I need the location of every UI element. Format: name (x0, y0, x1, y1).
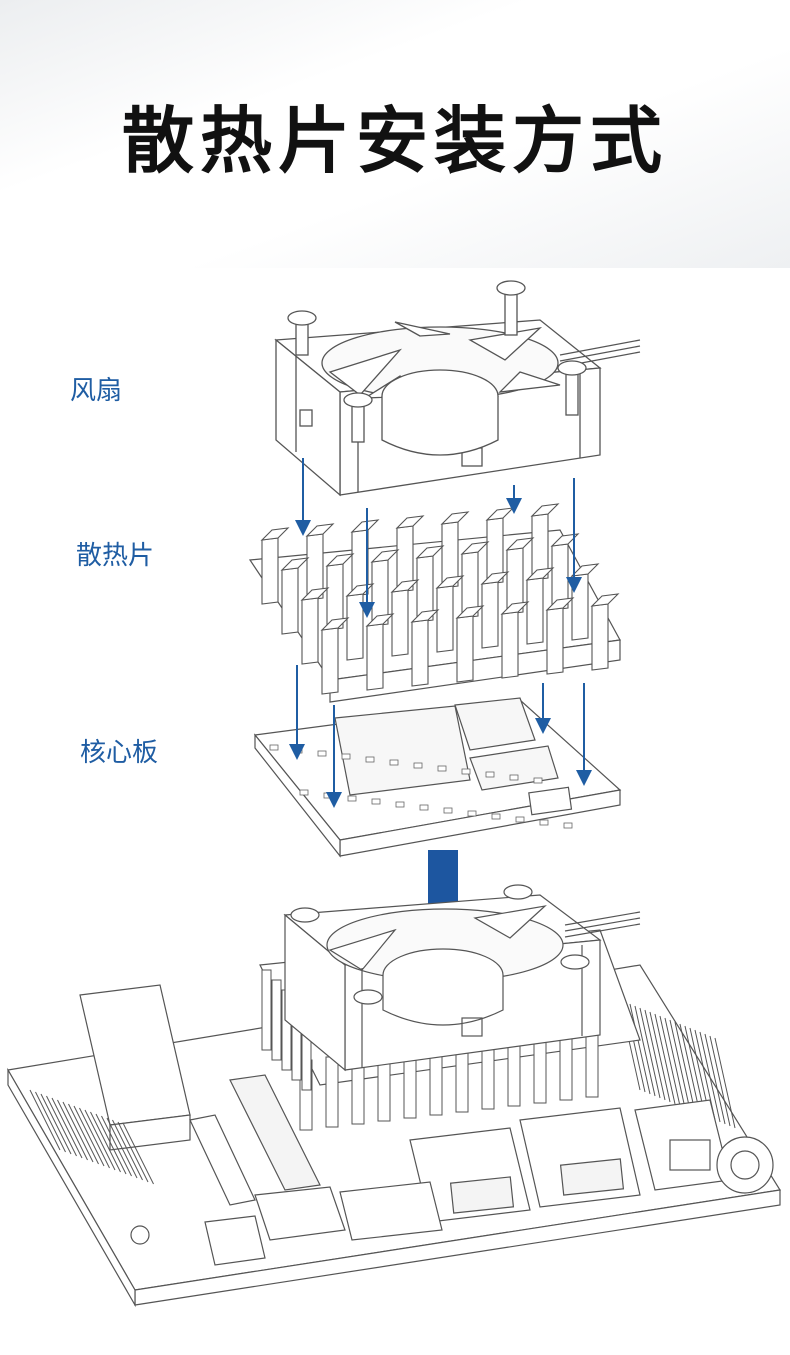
heatsink-illustration (248, 503, 621, 703)
header-banner: 散热片安装方式 (0, 0, 790, 268)
page-title: 散热片安装方式 (121, 99, 668, 183)
core-board-illustration (253, 697, 622, 858)
label-fan: 风扇 (70, 376, 123, 406)
guide-arrows (289, 458, 592, 808)
label-core-board: 核心板 (80, 738, 159, 768)
label-heatsink: 散热片 (76, 541, 155, 571)
mainboard-illustration (7, 884, 781, 1308)
fan-illustration (274, 280, 641, 497)
